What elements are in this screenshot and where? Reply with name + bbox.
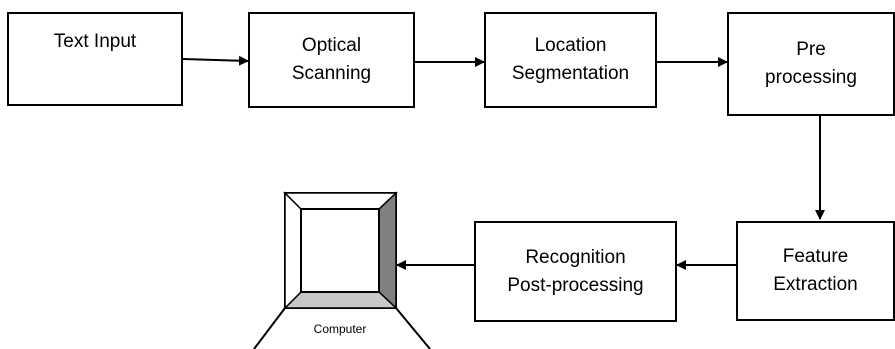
arrow-text-input-to-optical-scanning <box>182 55 249 66</box>
node-location-segmentation: Location Segmentation <box>484 12 657 108</box>
node-text-input: Text Input <box>7 12 183 106</box>
node-pre-processing-line-2: processing <box>765 67 857 88</box>
node-pre-processing: Pre processing <box>727 12 895 116</box>
node-feature-extraction: Feature Extraction <box>736 221 895 321</box>
node-optical-scanning-line-1: Optical <box>301 35 362 56</box>
node-feature-extraction-line-2: Extraction <box>773 274 858 295</box>
node-location-segmentation-line-2: Segmentation <box>511 63 630 84</box>
node-location-segmentation-line-1: Location <box>534 35 607 56</box>
node-recognition-line-1: Recognition <box>525 246 626 268</box>
node-pre-processing-line-1: Pre <box>796 39 826 60</box>
computer-label: Computer <box>313 322 367 336</box>
computer-icon <box>253 191 431 349</box>
node-text-input-label: Text Input <box>53 31 137 52</box>
node-recognition-post-processing: Recognition Post-processing <box>474 221 677 322</box>
node-recognition-line-2: Post-processing <box>507 274 644 296</box>
node-optical-scanning: Optical Scanning <box>248 12 415 108</box>
node-optical-scanning-line-2: Scanning <box>291 63 372 84</box>
node-feature-extraction-line-1: Feature <box>782 246 849 267</box>
